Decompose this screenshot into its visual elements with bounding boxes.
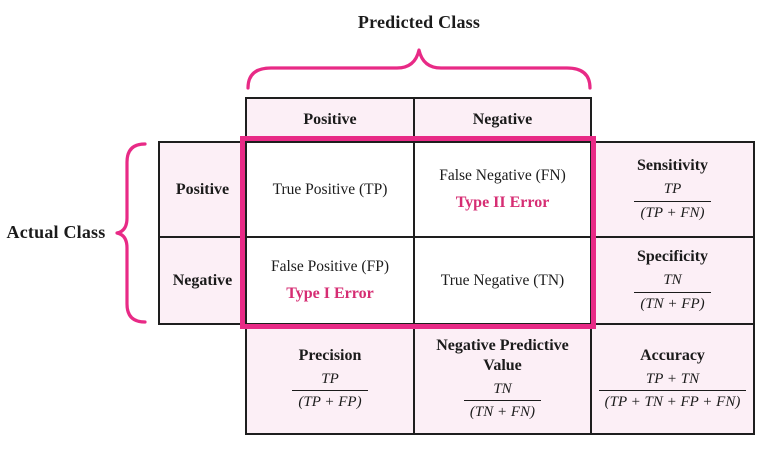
actual-header-positive-label: Positive: [175, 180, 230, 198]
accuracy-title: Accuracy: [640, 346, 705, 364]
actual-header-negative: Negative: [158, 236, 247, 325]
precision-numerator: TP: [321, 370, 339, 387]
accuracy-numerator: TP + TN: [645, 370, 700, 387]
npv-denominator: (TN + FN): [463, 400, 542, 423]
true-negative-label: True Negative (TN): [440, 271, 565, 289]
npv-title: Negative Predictive Value: [436, 336, 569, 374]
true-positive-label: True Positive (TP): [272, 180, 388, 198]
precision-title: Precision: [298, 346, 362, 364]
cell-false-positive: False Positive (FP) Type I Error: [245, 236, 415, 325]
predicted-class-label: Predicted Class: [357, 12, 481, 32]
metric-specificity: Specificity TN (TN + FP): [590, 236, 755, 325]
npv-numerator: TN: [493, 380, 512, 397]
precision-denominator: (TP + FP): [292, 390, 368, 413]
predicted-header-negative-label: Negative: [472, 111, 533, 128]
actual-class-label: Actual Class: [6, 222, 106, 242]
metric-sensitivity: Sensitivity TP (TP + FN): [590, 141, 755, 238]
precision-formula: TP (TP + FP): [292, 370, 368, 413]
cell-true-negative: True Negative (TN): [413, 236, 592, 325]
npv-formula: TN (TN + FN): [463, 380, 542, 423]
accuracy-denominator: (TP + TN + FP + FN): [598, 390, 747, 413]
accuracy-formula: TP + TN (TP + TN + FP + FN): [598, 370, 747, 413]
predicted-header-positive: Positive: [245, 97, 415, 143]
cell-false-negative: False Negative (FN) Type II Error: [413, 141, 592, 238]
predicted-header-positive-label: Positive: [303, 111, 357, 128]
actual-header-positive: Positive: [158, 141, 247, 238]
specificity-formula: TN (TN + FP): [634, 271, 711, 315]
predicted-class-brace-icon: [246, 48, 592, 90]
sensitivity-numerator: TP: [663, 181, 682, 197]
metric-negative-predictive-value: Negative Predictive Value TN (TN + FN): [413, 323, 592, 435]
metric-accuracy: Accuracy TP + TN (TP + TN + FP + FN): [590, 323, 755, 435]
sensitivity-denominator: (TP + FN): [634, 200, 711, 224]
specificity-title: Specificity: [636, 248, 709, 265]
type-1-error-label: Type I Error: [286, 284, 374, 302]
sensitivity-formula: TP (TP + FN): [634, 180, 711, 224]
specificity-denominator: (TN + FP): [634, 291, 711, 315]
false-negative-label: False Negative (FN): [439, 167, 566, 185]
predicted-header-negative: Negative: [413, 97, 592, 143]
specificity-numerator: TN: [663, 272, 682, 288]
actual-header-negative-label: Negative: [172, 271, 233, 289]
actual-class-brace-icon: [115, 142, 147, 324]
type-2-error-label: Type II Error: [455, 193, 550, 211]
false-positive-label: False Positive (FP): [271, 258, 389, 276]
cell-true-positive: True Positive (TP): [245, 141, 415, 238]
metric-precision: Precision TP (TP + FP): [245, 323, 415, 435]
sensitivity-title: Sensitivity: [636, 157, 709, 174]
